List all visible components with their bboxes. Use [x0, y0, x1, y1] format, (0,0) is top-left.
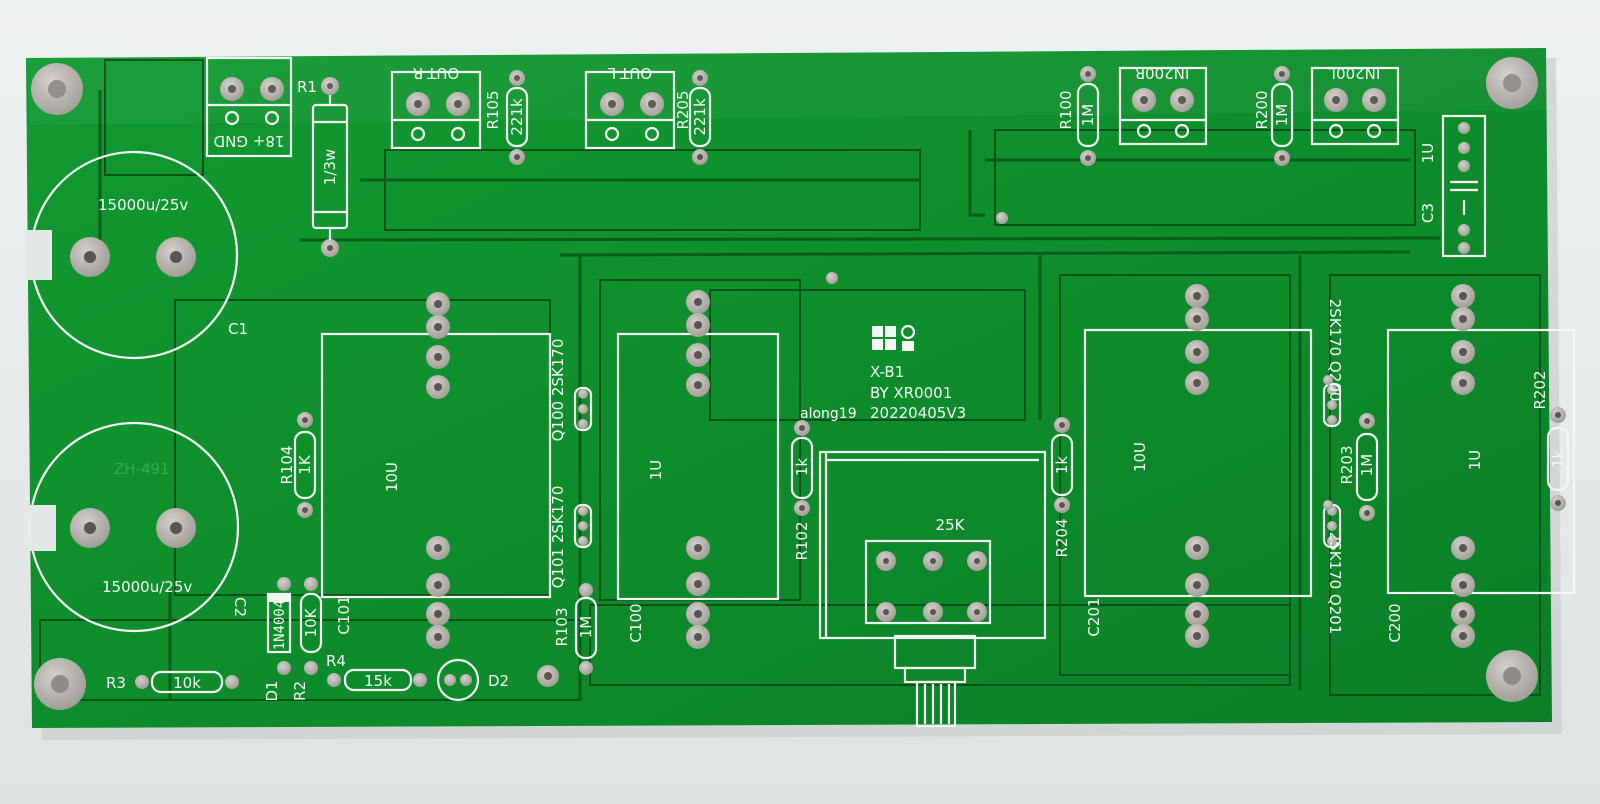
connector-out-l: OUT-L: [584, 64, 676, 150]
pcb-board: [26, 48, 1552, 728]
c201-label: C201: [1085, 597, 1103, 636]
capacitor-c2-main: ZH-491 15000u/25v: [28, 421, 240, 633]
c1-label: C1: [228, 320, 248, 338]
r103-value: 1M: [577, 616, 595, 639]
r100-value: 1M: [1079, 104, 1097, 127]
vias: [826, 212, 1333, 510]
resistor-r204: 1k R204: [1050, 417, 1074, 558]
board-by: BY XR0001: [870, 384, 952, 402]
r203-label: R203: [1338, 445, 1356, 484]
terminal-power-label: 18+ GND: [214, 132, 285, 150]
r102-label: R102: [793, 521, 811, 560]
r2-label: R2: [291, 681, 309, 701]
r104-label: R104: [278, 445, 296, 484]
r105-value: 221k: [508, 98, 526, 136]
potentiometer-25k: 25K: [818, 450, 1047, 728]
capacitor-c2: C2: [231, 597, 249, 617]
resistor-r202: 1k R202: [1531, 370, 1570, 511]
r3-value: 10k: [173, 674, 201, 692]
board-date: 20220405V3: [870, 404, 966, 422]
connector-out-r: OUT-R: [390, 64, 482, 150]
q201-label: 2SK170 Q201: [1326, 532, 1344, 635]
resistor-r203: R203 1M: [1338, 413, 1379, 521]
r1-power-label: 1/3w: [321, 149, 339, 185]
diode-d2-led: D2: [436, 658, 559, 702]
board-title-block: X-B1 BY XR0001 20220405V3 along19: [800, 324, 966, 422]
resistor-r2: 10K R2: [291, 577, 323, 701]
d1-value: 1N4004: [272, 600, 288, 651]
resistor-r200: R200 1M: [1253, 66, 1294, 166]
c3-top-label: C3: [1419, 203, 1437, 223]
board-name: X-B1: [870, 363, 904, 381]
r102-value: 1k: [793, 458, 811, 477]
resistor-r4: R4 15k: [326, 652, 427, 692]
cap1-value: 15000u/25v: [98, 196, 188, 214]
c2-label: C2: [231, 597, 249, 617]
terminal-power: 18+ GND: [205, 56, 293, 158]
capacitor-c100: 1U C100: [616, 290, 780, 649]
resistor-r105: R105 221k: [484, 70, 529, 165]
r100-label: R100: [1057, 90, 1075, 129]
r3-label: R3: [106, 674, 126, 692]
r205-label: R205: [674, 90, 692, 129]
r203-value: 1M: [1358, 454, 1376, 477]
mounting-holes: [31, 57, 1538, 710]
c200-label: C200: [1386, 603, 1404, 642]
r2-value: 10K: [302, 607, 320, 637]
resistor-r103: R103 1M: [553, 583, 598, 675]
transistor-q101: Q101 2SK170: [549, 486, 593, 589]
c101-value: 10U: [383, 462, 401, 492]
r204-value: 1k: [1053, 456, 1071, 475]
r204-label: R204: [1053, 518, 1071, 557]
d2-label: D2: [488, 672, 509, 690]
resistor-r1: R1 1/3w: [297, 77, 349, 257]
r103-label: R103: [553, 607, 571, 646]
r200-label: R200: [1253, 90, 1271, 129]
capacitor-c101: 10U C101: [320, 292, 552, 649]
c100-label: C100: [627, 603, 645, 642]
cap2-faded-marking: ZH-491: [114, 460, 170, 478]
q200-label: 2SK170 Q200: [1326, 299, 1344, 402]
pot-value: 25K: [936, 516, 966, 534]
q100-label: Q100 2SK170: [549, 339, 567, 442]
r202-value: 1k: [1549, 450, 1567, 469]
connector-in-r: IN200R: [1118, 64, 1208, 146]
c3-top-value: 1U: [1419, 143, 1437, 164]
d1-label: D1: [263, 680, 281, 701]
connector-in-l: IN200L: [1310, 64, 1400, 146]
resistor-r102: 1k R102: [790, 420, 814, 561]
cap2-value: 15000u/25v: [102, 578, 192, 596]
c200-value: 1U: [1466, 450, 1484, 471]
r202-label: R202: [1531, 370, 1549, 409]
r1-label: R1: [297, 78, 317, 96]
capacitor-c3-top: 1U C3: [1419, 114, 1487, 258]
c201-value: 10U: [1131, 442, 1149, 472]
r105-label: R105: [484, 90, 502, 129]
resistor-r3: R3 10k: [106, 670, 239, 694]
resistor-r100: R100 1M: [1057, 66, 1100, 166]
capacitor-c1: 15000u/25v C1: [26, 150, 248, 360]
capacitor-c200: 1U C200: [1386, 284, 1576, 648]
trace-lines: [98, 90, 1441, 700]
c101-label: C101: [335, 595, 353, 634]
r4-value: 15k: [364, 672, 392, 690]
q101-label: Q101 2SK170: [549, 486, 567, 589]
resistor-r205: R205 221k: [674, 70, 712, 165]
transistor-q201: 2SK170 Q201: [1322, 503, 1344, 635]
watermark-text: along19: [800, 406, 857, 422]
r104-value: 1K: [296, 454, 314, 475]
diode-d1: 1N4004 D1: [263, 577, 292, 702]
r4-label: R4: [326, 652, 346, 670]
r200-value: 1M: [1273, 104, 1291, 127]
capacitor-c201: 10U C201: [1083, 284, 1313, 648]
transistor-q100: Q100 2SK170: [549, 339, 593, 442]
c100-value: 1U: [647, 460, 665, 481]
r205-value: 221k: [691, 98, 709, 136]
resistor-r104: R104 1K: [278, 412, 317, 518]
